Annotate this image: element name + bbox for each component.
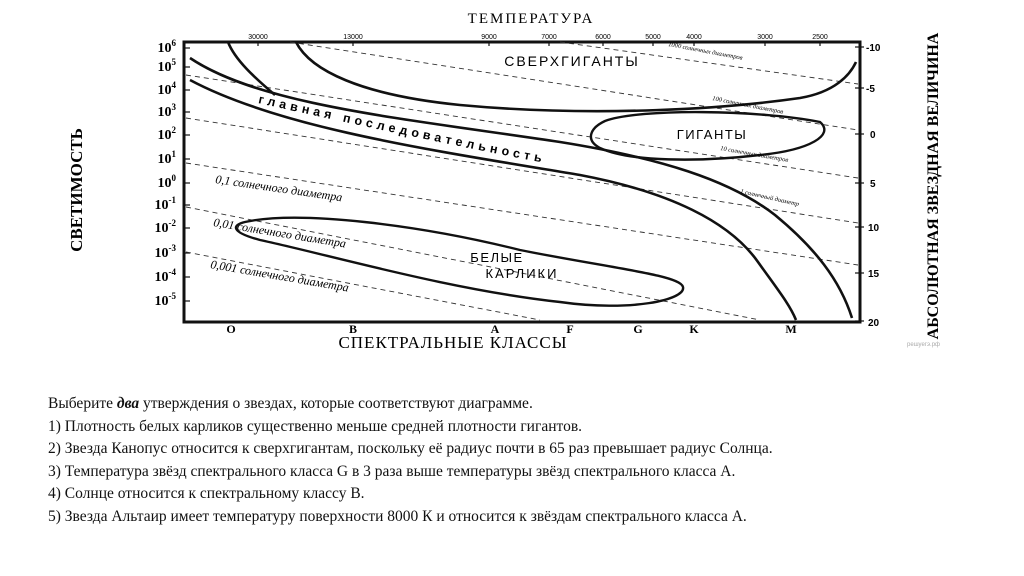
temp-tick: 9000 — [481, 34, 497, 41]
white-dwarfs-label-line1: БЕЛЫЕ — [470, 250, 523, 265]
question-block: Выберите два утверждения о звездах, кото… — [48, 393, 988, 529]
hr-diagram: ТЕМПЕРАТУРА СПЕКТРАЛЬНЫЕ КЛАССЫ СВЕТИМОС… — [67, 11, 942, 352]
main-sequence-lower-boundary — [189, 78, 798, 321]
magnitude-tick: -10 — [866, 43, 881, 54]
spectral-axis-title: СПЕКТРАЛЬНЫЕ КЛАССЫ — [338, 333, 567, 352]
luminosity-tick: 106 — [158, 38, 177, 56]
magnitude-tick: 20 — [868, 318, 880, 329]
plot-frame — [182, 40, 862, 324]
watermark: решуегэ.рф — [907, 342, 940, 348]
spectral-class-F: F — [566, 322, 573, 336]
luminosity-tick: 10-2 — [155, 218, 177, 236]
white-dwarfs-region — [234, 216, 685, 307]
luminosity-tick: 103 — [158, 102, 177, 120]
magnitude-tick: 10 — [868, 223, 880, 234]
answer-option-2: 2) Звезда Канопус относится к сверхгиган… — [48, 440, 773, 458]
temp-tick: 30000 — [248, 34, 268, 41]
magnitude-axis-title: АБСОЛЮТНАЯ ЗВЕЗДНАЯ ВЕЛИЧИНА — [925, 32, 942, 339]
supergiants-inner-edge — [226, 41, 276, 96]
spectral-class-O: O — [226, 322, 235, 336]
luminosity-tick: 10-1 — [155, 195, 177, 213]
temp-tick: 13000 — [343, 34, 363, 41]
giants-region — [589, 110, 826, 161]
question-intro: Выберите два утверждения о звездах, кото… — [48, 395, 533, 412]
answer-option-5: 5) Звезда Альтаир имеет температуру пове… — [48, 507, 747, 525]
temp-tick: 4000 — [686, 34, 702, 41]
answer-option-4: 4) Солнце относится к спектральному клас… — [48, 485, 365, 503]
answer-option-3: 3) Температура звёзд спектрального класс… — [48, 462, 736, 480]
question-emphasis: два — [116, 395, 140, 412]
temp-tick: 3000 — [757, 34, 773, 41]
luminosity-tick: 10-4 — [155, 267, 177, 285]
luminosity-tick: 101 — [158, 149, 177, 167]
luminosity-tick: 10-3 — [155, 243, 177, 261]
spectral-class-M: M — [785, 322, 796, 336]
temperature-axis-title: ТЕМПЕРАТУРА — [468, 11, 595, 27]
diameter-label-0001: 0,001 солнечного диаметра — [209, 257, 349, 294]
supergiants-region — [294, 41, 858, 113]
temp-tick: 6000 — [595, 34, 611, 41]
spectral-class-G: G — [633, 322, 642, 336]
answer-option-1: 1) Плотность белых карликов существенно … — [48, 417, 583, 435]
spectral-class-K: K — [689, 322, 699, 336]
magnitude-tick: -5 — [866, 84, 875, 95]
magnitude-tick: 15 — [868, 269, 880, 280]
diameter-line-0001 — [185, 251, 541, 321]
temp-tick: 5000 — [645, 34, 661, 41]
diameter-label-10: 10 солнечных диаметров — [720, 145, 789, 164]
temp-tick: 7000 — [541, 34, 557, 41]
supergiants-label: СВЕРХГИГАНТЫ — [504, 53, 640, 69]
diameter-line-1 — [185, 117, 859, 224]
giants-label: ГИГАНТЫ — [677, 127, 748, 142]
magnitude-tick: 5 — [870, 179, 876, 190]
white-dwarfs-label-line2: КАРЛИКИ — [486, 266, 559, 281]
luminosity-tick: 100 — [158, 173, 177, 191]
temp-tick: 2500 — [812, 34, 828, 41]
magnitude-tick: 0 — [870, 130, 876, 141]
spectral-class-A: A — [491, 322, 500, 336]
luminosity-tick: 10-5 — [155, 291, 177, 309]
luminosity-tick: 102 — [158, 125, 177, 143]
diameter-line-10 — [185, 74, 859, 179]
luminosity-tick: 104 — [158, 80, 177, 98]
spectral-class-B: B — [349, 322, 357, 336]
luminosity-axis-title: СВЕТИМОСТЬ — [67, 128, 86, 252]
luminosity-tick: 105 — [158, 57, 177, 75]
main-sequence-label: главная последовательность — [257, 92, 547, 166]
